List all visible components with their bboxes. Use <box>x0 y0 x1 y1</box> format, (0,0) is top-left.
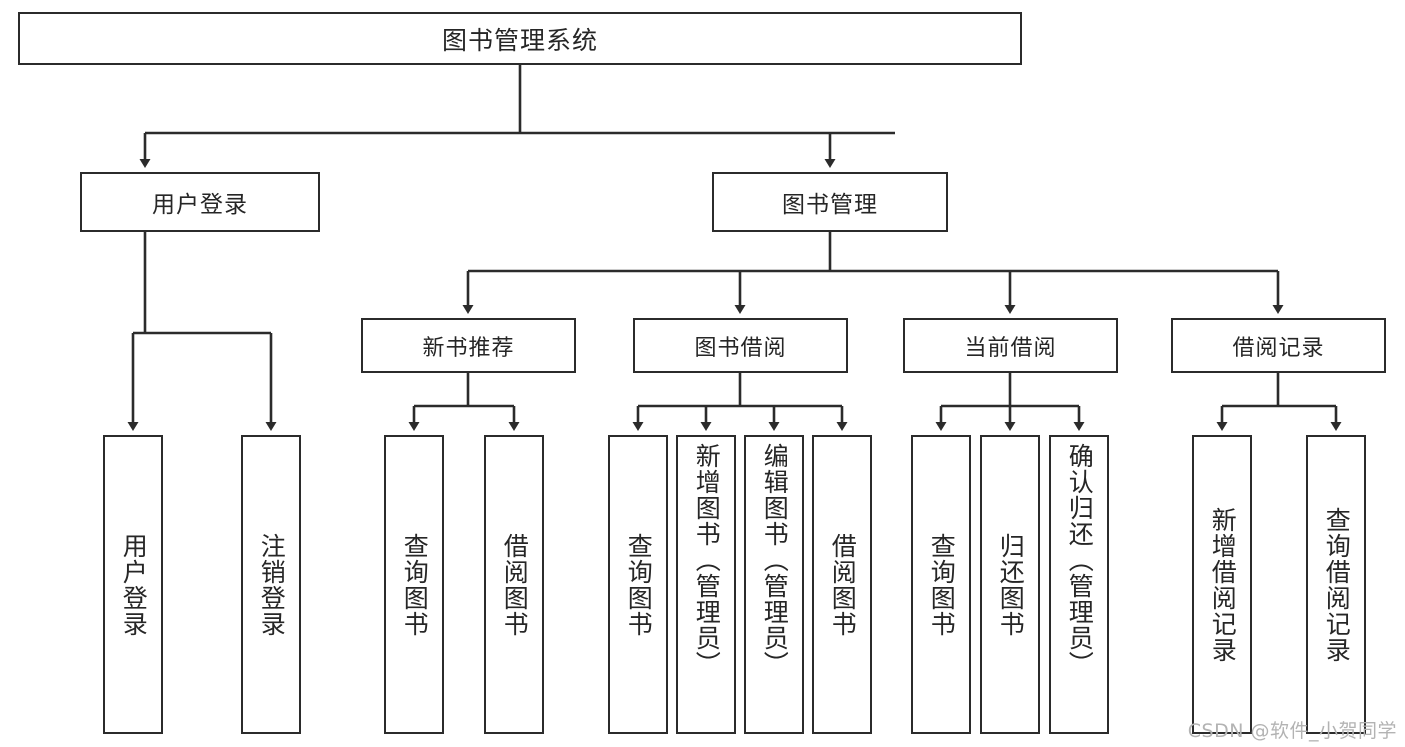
leaf-book-borrow-query[interactable]: 查询图书 <box>608 435 668 734</box>
node-borrow-record[interactable]: 借阅记录 <box>1171 318 1386 373</box>
leaf-borrow-record-query[interactable]: 查询借阅记录 <box>1306 435 1366 734</box>
leaf-current-borrow-query[interactable]: 查询图书 <box>911 435 971 734</box>
node-book-management[interactable]: 图书管理 <box>712 172 948 232</box>
node-label: 归还图书 <box>996 532 1026 637</box>
node-label: 借阅图书 <box>500 532 530 637</box>
node-label: 当前借阅 <box>964 335 1057 361</box>
node-label: 确认归还（管理员） <box>1065 443 1095 677</box>
node-label: 新增借阅记录 <box>1208 506 1238 663</box>
node-book-borrow[interactable]: 图书借阅 <box>633 318 848 373</box>
node-label: 查询借阅记录 <box>1322 506 1352 663</box>
node-current-borrow[interactable]: 当前借阅 <box>903 318 1118 373</box>
node-label: 查询图书 <box>927 532 957 637</box>
node-root-system[interactable]: 图书管理系统 <box>18 12 1022 65</box>
node-label: 图书管理系统 <box>441 25 598 55</box>
leaf-book-borrow-borrow[interactable]: 借阅图书 <box>812 435 872 734</box>
node-new-book-recommend[interactable]: 新书推荐 <box>361 318 576 373</box>
node-label: 查询图书 <box>400 532 430 637</box>
node-label: 借阅图书 <box>828 532 858 637</box>
node-label: 注销登录 <box>257 532 287 637</box>
leaf-user-login-logout[interactable]: 注销登录 <box>241 435 301 734</box>
node-label: 借阅记录 <box>1232 335 1325 361</box>
node-user-login[interactable]: 用户登录 <box>80 172 320 232</box>
node-label: 查询图书 <box>624 532 654 637</box>
leaf-new-book-query[interactable]: 查询图书 <box>384 435 444 734</box>
leaf-current-borrow-confirm-return[interactable]: 确认归还（管理员） <box>1049 435 1109 734</box>
leaf-current-borrow-return[interactable]: 归还图书 <box>980 435 1040 734</box>
leaf-borrow-record-add[interactable]: 新增借阅记录 <box>1192 435 1252 734</box>
node-label: 编辑图书（管理员） <box>760 443 790 677</box>
node-label: 图书管理 <box>782 192 878 218</box>
leaf-book-borrow-add[interactable]: 新增图书（管理员） <box>676 435 736 734</box>
node-label: 新书推荐 <box>422 335 515 361</box>
node-label: 用户登录 <box>119 532 149 637</box>
watermark: CSDN @软件_小贺同学 <box>1187 720 1397 742</box>
node-label: 图书借阅 <box>694 335 787 361</box>
leaf-user-login-login[interactable]: 用户登录 <box>103 435 163 734</box>
leaf-new-book-borrow[interactable]: 借阅图书 <box>484 435 544 734</box>
leaf-book-borrow-edit[interactable]: 编辑图书（管理员） <box>744 435 804 734</box>
node-label: 用户登录 <box>152 192 248 218</box>
node-label: 新增图书（管理员） <box>692 443 722 677</box>
